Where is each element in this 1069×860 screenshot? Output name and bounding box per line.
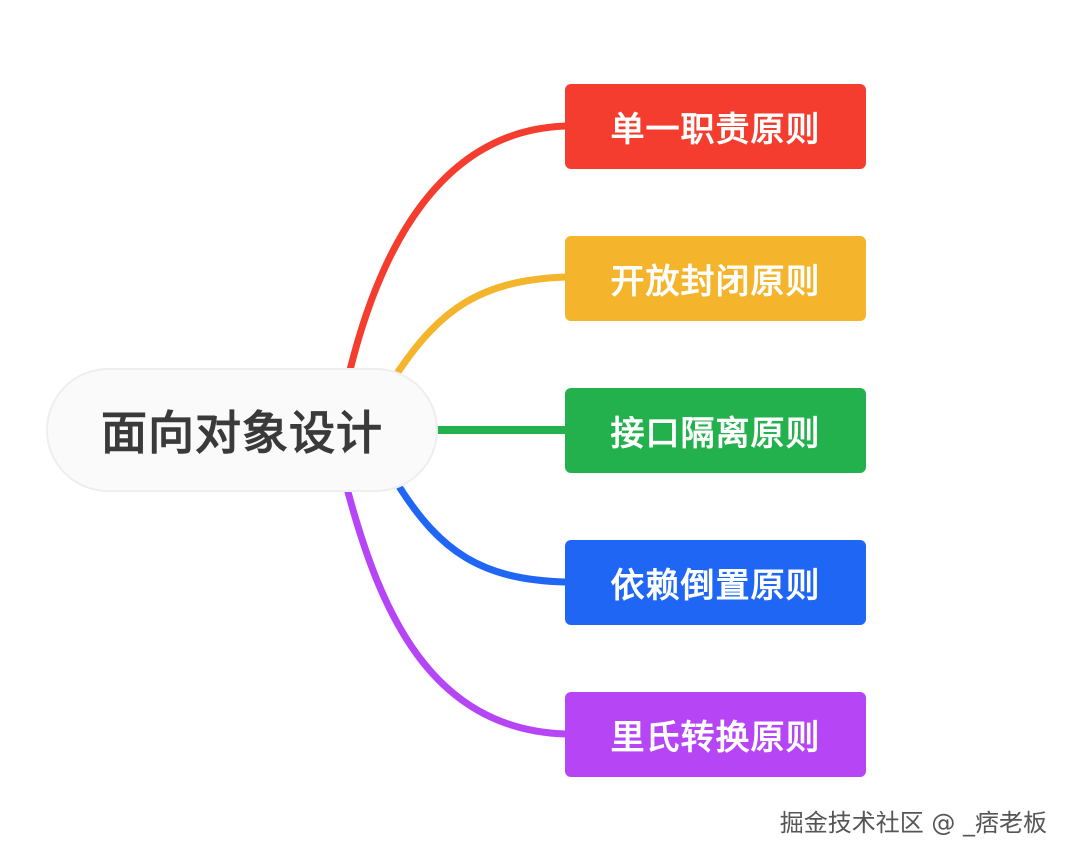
- branch-topic-open-closed[interactable]: 开放封闭原则: [565, 236, 866, 321]
- connector-liskov-substitution: [344, 488, 570, 738]
- branch-label: 依赖倒置原则: [610, 566, 821, 606]
- branch-topic-single-responsibility[interactable]: 单一职责原则: [565, 84, 866, 169]
- root-topic[interactable]: 面向对象设计: [46, 368, 438, 492]
- branch-label: 单一职责原则: [610, 110, 821, 150]
- branch-label: 里氏转换原则: [610, 718, 821, 758]
- branch-label: 接口隔离原则: [610, 414, 821, 454]
- watermark-text: 掘金技术社区 @ _痞老板: [779, 809, 1047, 837]
- branch-topic-liskov-substitution[interactable]: 里氏转换原则: [565, 692, 866, 777]
- branch-topic-interface-segregation[interactable]: 接口隔离原则: [565, 388, 866, 473]
- connector-single-responsibility: [346, 122, 570, 374]
- root-topic-label: 面向对象设计: [101, 406, 383, 460]
- branch-label: 开放封闭原则: [610, 262, 821, 302]
- connector-dependency-inversion: [396, 484, 570, 586]
- connector-open-closed: [394, 273, 570, 376]
- branch-topic-dependency-inversion[interactable]: 依赖倒置原则: [565, 540, 866, 625]
